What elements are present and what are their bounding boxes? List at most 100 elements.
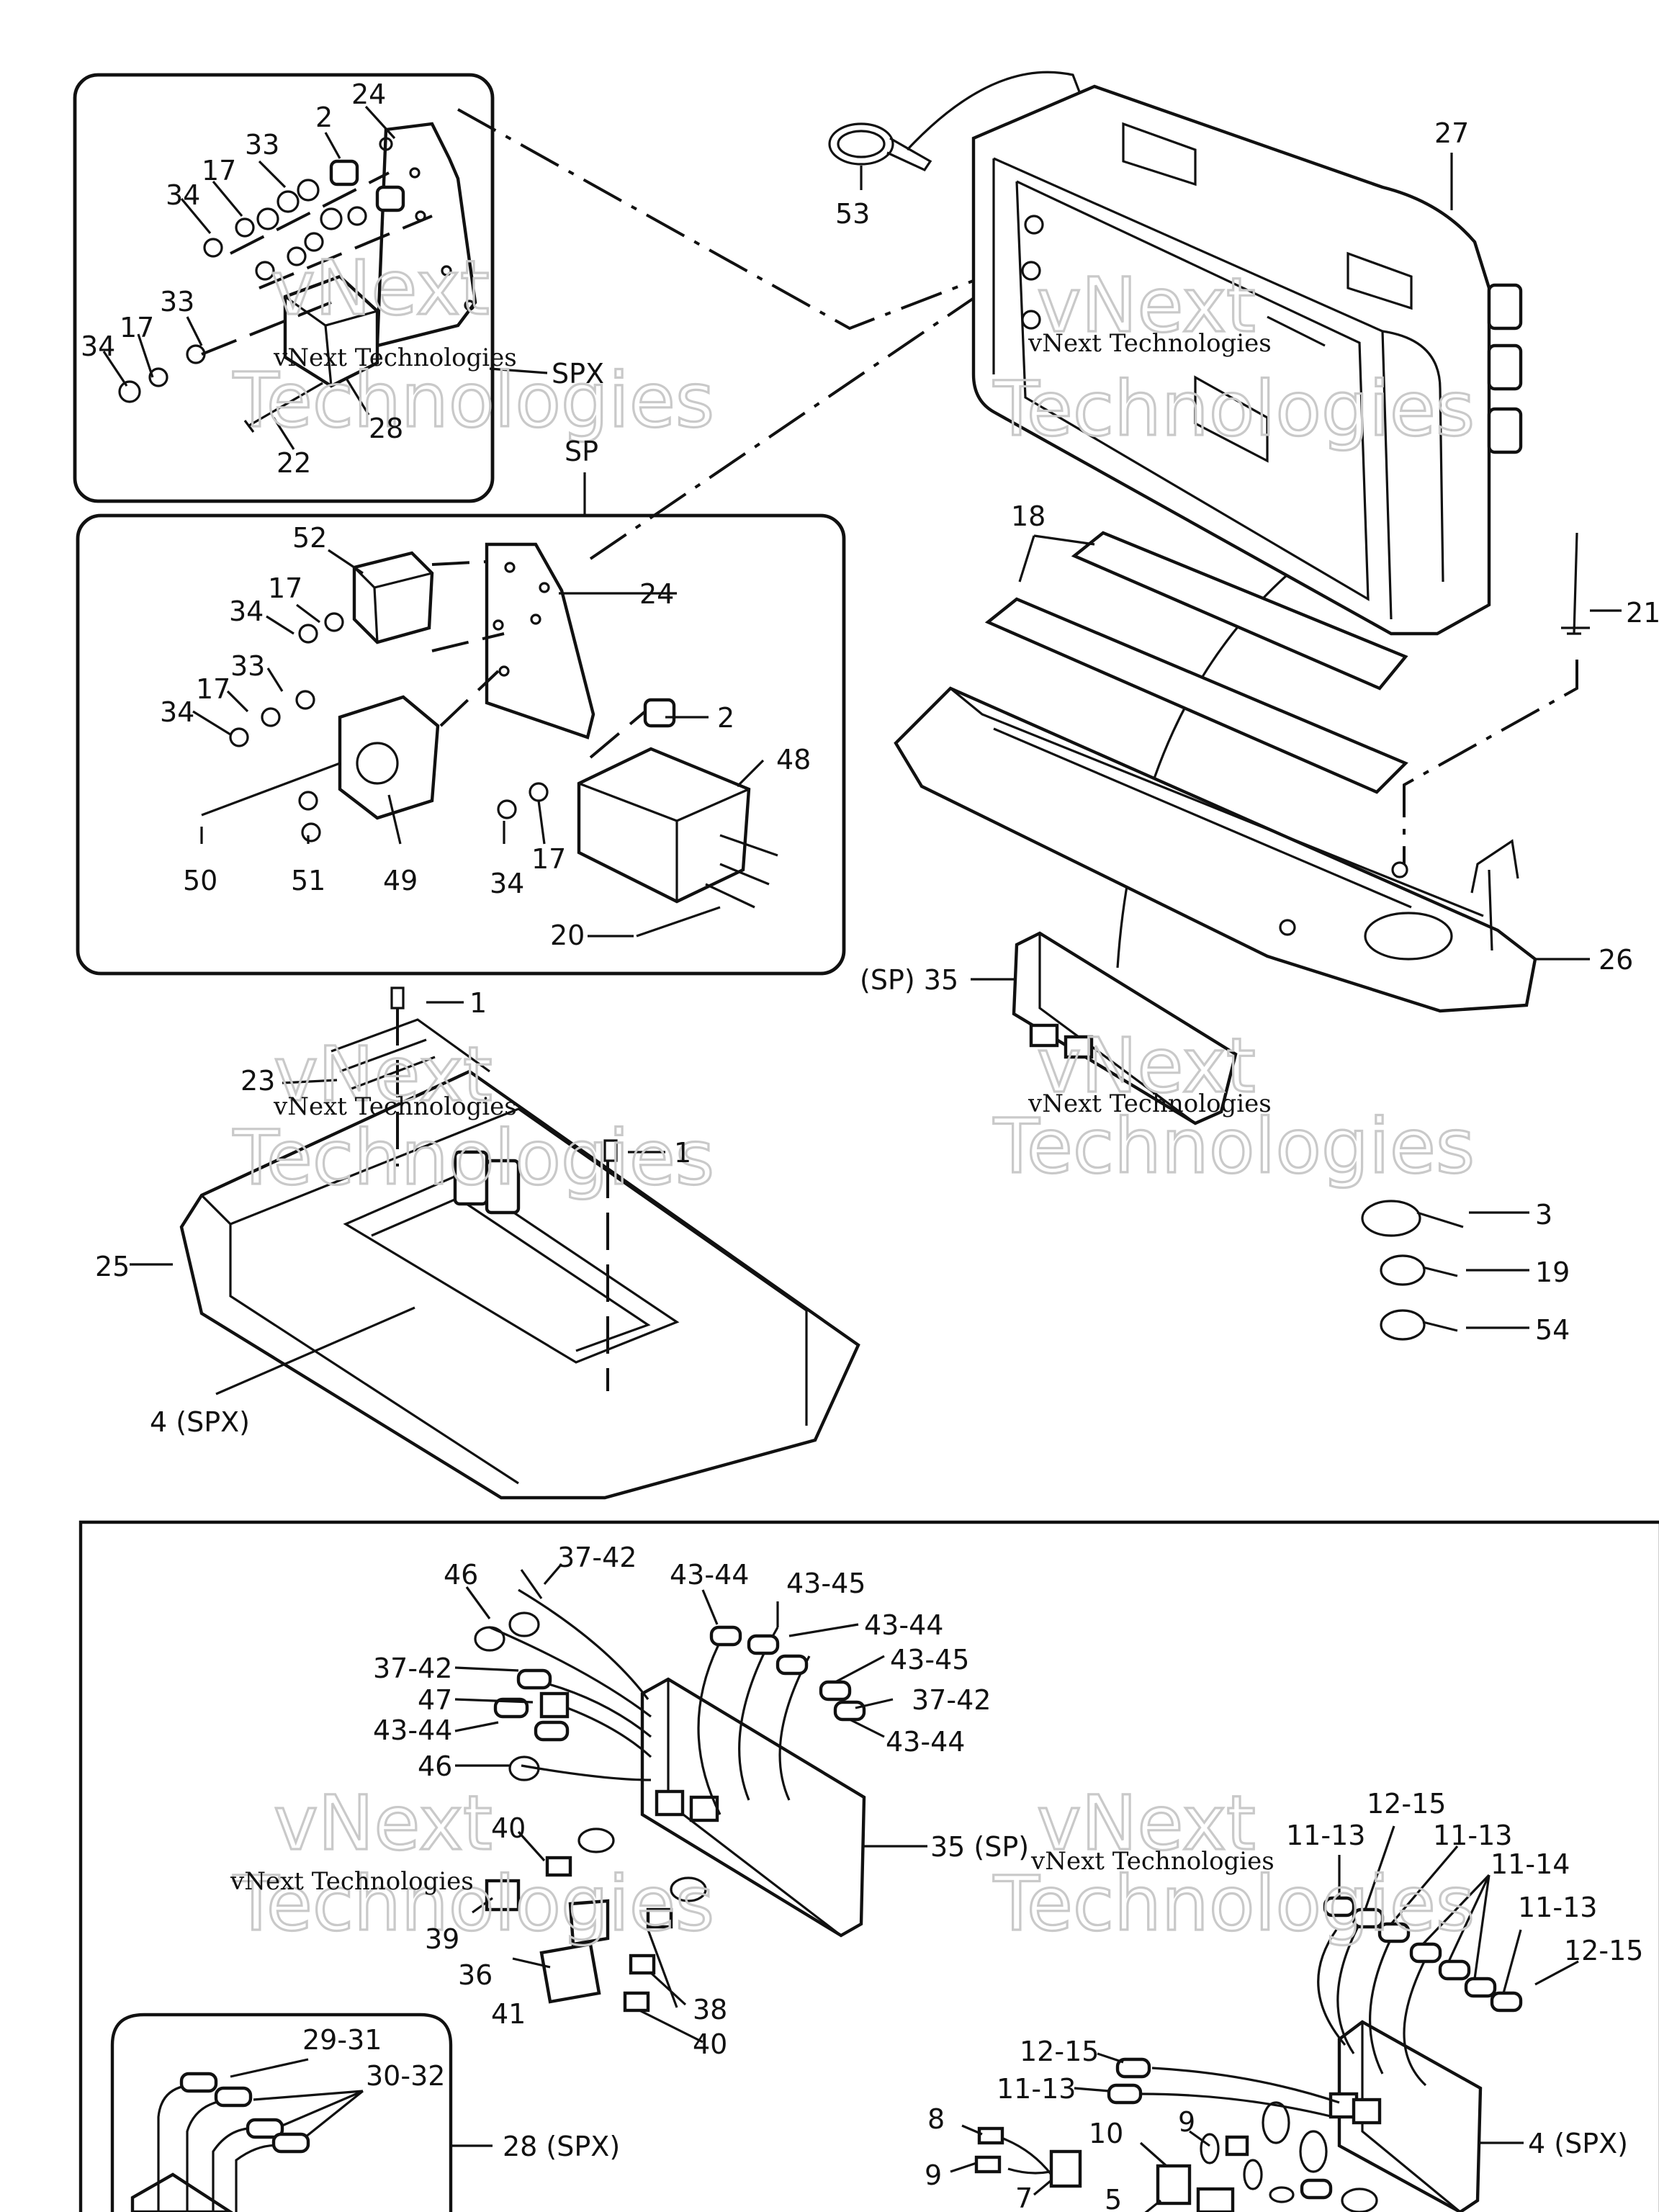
part-label: 52 xyxy=(292,522,327,554)
part-label: 53 xyxy=(835,198,870,230)
panel-sp xyxy=(76,513,846,976)
part-label: 33 xyxy=(230,650,265,682)
part-label: 8 xyxy=(927,2103,945,2135)
relay-52 xyxy=(352,551,434,644)
part-label: 49 xyxy=(383,865,418,896)
part-label: 34 xyxy=(229,595,264,627)
tray-25 xyxy=(179,986,860,1500)
watermarks: vNext Technologies vNext Technologies vN… xyxy=(230,243,1476,1948)
part-label: 41 xyxy=(491,1998,526,2030)
part-label: 38 xyxy=(693,1994,727,2026)
pin-21 xyxy=(1561,532,1590,635)
part-labels: 24 2 33 17 34 33 17 34 22 28 SPX 53 27 S… xyxy=(81,78,1659,2212)
watermark-outline: vNext xyxy=(271,244,490,332)
watermark-outline: Technologies xyxy=(233,356,714,444)
solenoid-49 xyxy=(338,695,440,820)
harness-35 xyxy=(474,1588,866,2013)
dashed-leader-21 xyxy=(1403,660,1578,864)
part-label: 10 xyxy=(1089,2118,1123,2149)
part-label: 29-31 xyxy=(302,2024,382,2056)
part-label: 37-42 xyxy=(912,1684,991,1716)
part-label: 43-44 xyxy=(886,1726,965,1758)
part-label: 33 xyxy=(160,286,194,318)
connector-28 xyxy=(130,2072,310,2212)
part-label: 19 xyxy=(1535,1256,1570,1288)
harness-4-spx xyxy=(974,1896,1523,2212)
part-label: 3 xyxy=(1535,1199,1552,1231)
part-label: 46 xyxy=(418,1750,452,1782)
part-label: SPX xyxy=(552,358,604,390)
part-label: 18 xyxy=(1011,500,1046,532)
watermark-outline: vNext xyxy=(274,1030,493,1118)
part-label: 11-13 xyxy=(1518,1892,1597,1923)
part-label: 26 xyxy=(1599,944,1633,976)
sp-parts xyxy=(201,542,778,938)
cable-ties xyxy=(1361,1200,1464,1341)
watermark-outline: Technologies xyxy=(233,1114,714,1202)
watermark-text: vNext Technologies xyxy=(230,1867,474,1896)
screw-22 xyxy=(243,382,323,433)
part-label: 37-42 xyxy=(557,1542,637,1573)
watermark-text: vNext Technologies xyxy=(1028,329,1272,358)
watermark-outline: vNext xyxy=(1037,1779,1256,1867)
part-label: 9 xyxy=(1178,2106,1195,2138)
watermark-outline: vNext xyxy=(1037,261,1256,349)
part-label: 4 (SPX) xyxy=(150,1406,250,1438)
watermark-outline: vNext xyxy=(1037,1022,1256,1110)
part-label: 11-13 xyxy=(997,2073,1076,2105)
relay-28 xyxy=(283,274,379,388)
spacer-2 xyxy=(375,185,405,212)
watermark-text: vNext Technologies xyxy=(1028,1089,1272,1118)
part-label: 24 xyxy=(351,78,386,110)
part-label: 43-45 xyxy=(890,1644,969,1676)
part-label: 51 xyxy=(291,865,325,896)
part-label: 28 (SPX) xyxy=(503,2131,620,2162)
watermark-text: vNext Technologies xyxy=(273,1092,517,1121)
part-label: 7 xyxy=(1015,2182,1033,2212)
base-26 xyxy=(894,686,1537,1013)
part-label: 17 xyxy=(120,312,154,343)
watermark-text: vNext Technologies xyxy=(1030,1847,1274,1876)
part-label: 47 xyxy=(418,1684,452,1716)
part-label: 43-45 xyxy=(786,1568,866,1599)
part-label: 43-44 xyxy=(670,1559,749,1591)
leader-lines xyxy=(102,105,1622,2212)
part-label: 1 xyxy=(674,1137,691,1169)
part-label: 28 xyxy=(369,413,403,444)
part-label: 23 xyxy=(240,1065,275,1097)
part-label: 2 xyxy=(315,102,333,133)
part-label: 17 xyxy=(531,843,566,875)
part-label: 1 xyxy=(469,987,487,1019)
panel-wiring xyxy=(78,1520,1659,2212)
part-label: 25 xyxy=(95,1251,130,1282)
dashed-leader-spx-to-housing xyxy=(457,108,1038,331)
part-label: 34 xyxy=(81,331,115,362)
arrow-leader-53 xyxy=(906,71,1089,151)
washers xyxy=(118,179,367,403)
watermark-outline: Technologies xyxy=(993,1860,1475,1948)
part-label: 39 xyxy=(425,1923,459,1955)
part-label: 36 xyxy=(458,1959,493,1991)
part-label: 21 xyxy=(1626,597,1659,629)
part-label: 40 xyxy=(491,1812,526,1844)
watermark-text: vNext Technologies xyxy=(273,343,517,372)
part-label: 20 xyxy=(550,920,585,951)
panel-connector-28 xyxy=(110,2013,453,2212)
part-label: 46 xyxy=(444,1559,478,1591)
part-label: 48 xyxy=(776,744,811,775)
part-label: 22 xyxy=(276,447,311,479)
part-label: 11-13 xyxy=(1433,1820,1512,1851)
part-label: SP xyxy=(565,436,598,467)
part-label: 43-44 xyxy=(373,1714,452,1746)
part-label: 17 xyxy=(196,673,230,705)
part-label: 4 (SPX) xyxy=(1528,2128,1628,2159)
pcb-35 xyxy=(1012,931,1238,1125)
part-label: 11-14 xyxy=(1491,1848,1570,1880)
part-label: 34 xyxy=(160,696,194,728)
switch-48 xyxy=(577,747,751,904)
part-label: 30-32 xyxy=(366,2060,445,2092)
bolt-20 xyxy=(636,906,721,938)
spx-parts xyxy=(118,122,477,433)
bracket-24-sp xyxy=(485,542,595,739)
part-label: 50 xyxy=(183,865,217,896)
